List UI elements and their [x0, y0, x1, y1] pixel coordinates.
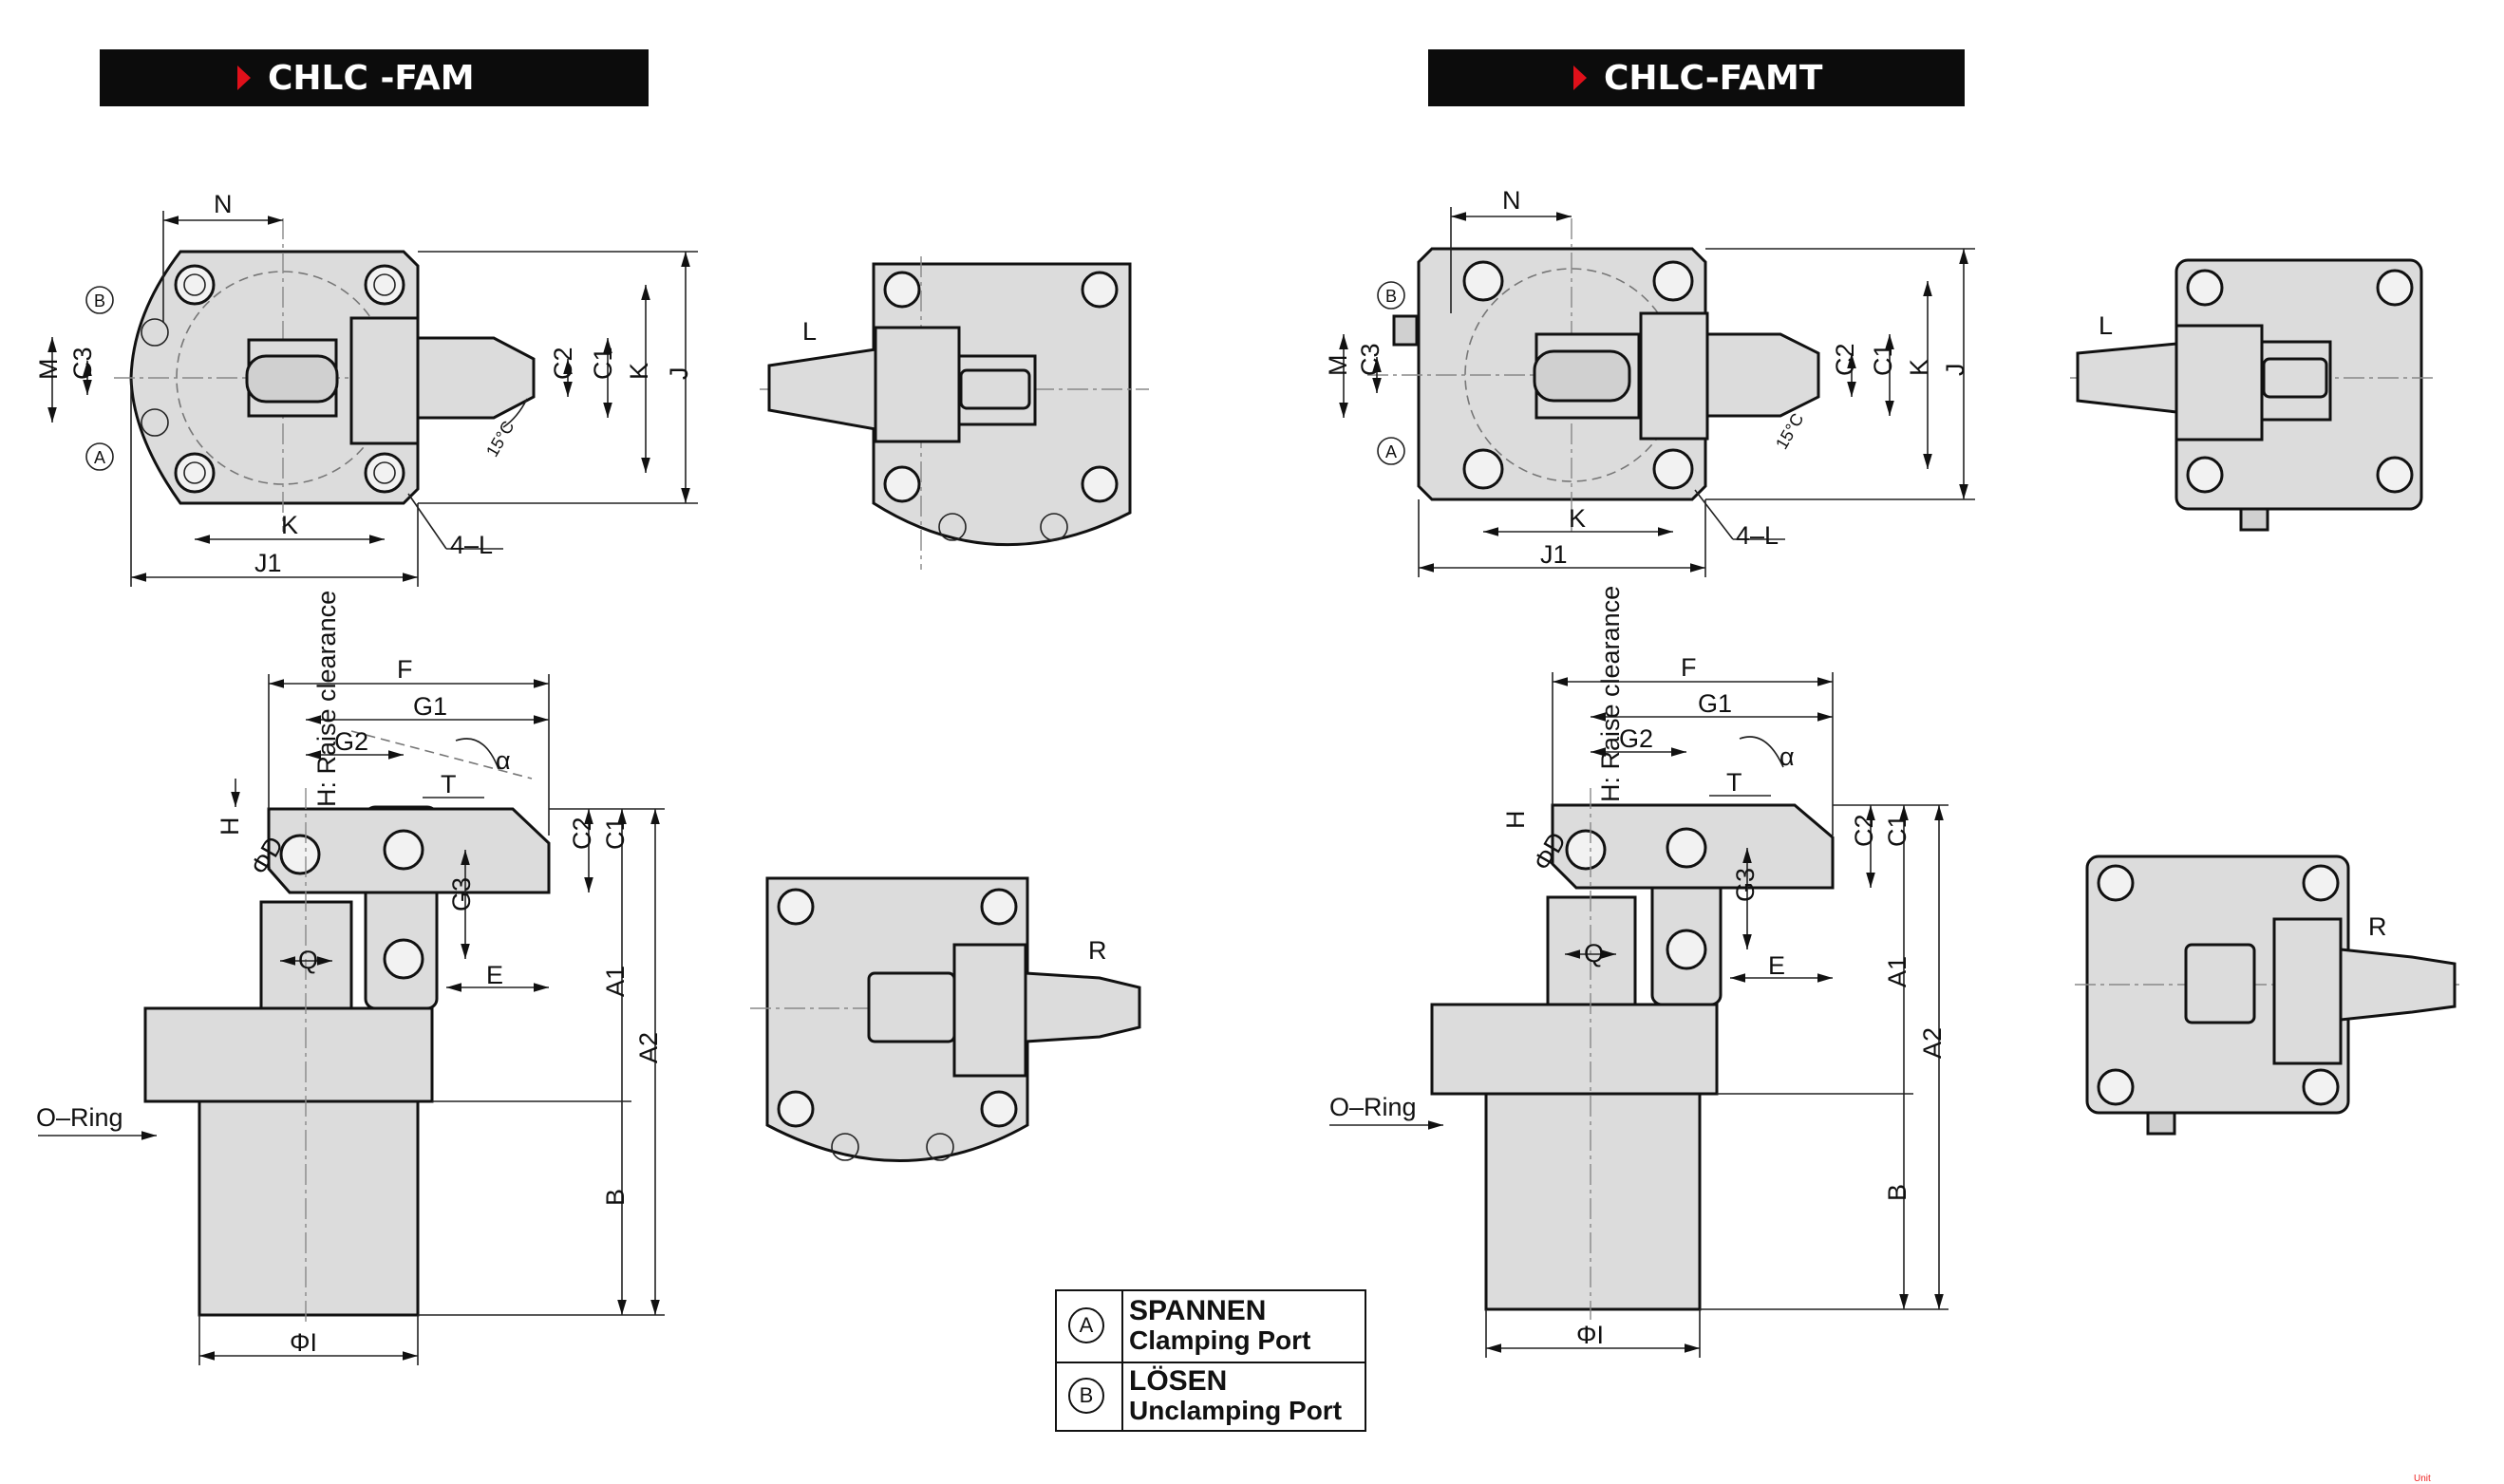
- port-b-circle-icon: B: [1068, 1378, 1104, 1414]
- port-b-label: B: [1385, 287, 1397, 306]
- dim-label-c1b: C1: [601, 817, 630, 850]
- dim-label-k2: K: [1569, 504, 1586, 533]
- top-view-fam: [47, 211, 698, 587]
- legend-de-spannen: SPANNEN: [1129, 1295, 1267, 1326]
- legend-row-clamping: A SPANNEN Clamping Port: [1057, 1291, 1365, 1363]
- dim-label-4l: 4–L: [450, 531, 493, 559]
- dim-label-f: F: [397, 655, 413, 684]
- red-arrow-icon: [237, 66, 251, 90]
- dim-label-m: M: [1324, 355, 1352, 377]
- dim-label-t: T: [1726, 768, 1742, 797]
- dim-label-phi-i: ΦI: [290, 1328, 317, 1357]
- dim-label-c1b: C1: [1883, 814, 1911, 847]
- view-label-r: R: [2368, 912, 2387, 941]
- dim-label-a2: A2: [634, 1032, 663, 1063]
- title-text: CHLC -FAM: [268, 58, 475, 98]
- dim-label-h: H: [216, 817, 244, 836]
- side-view-r-famt: [2075, 855, 2459, 1136]
- dim-label-e: E: [1768, 951, 1785, 980]
- side-view-l-fam: [760, 256, 1149, 570]
- dim-label-g3: G3: [447, 877, 476, 911]
- dim-label-k2: K: [281, 511, 298, 539]
- port-a-label: A: [94, 448, 105, 467]
- title-text: CHLC-FAMT: [1604, 58, 1823, 98]
- port-legend: A SPANNEN Clamping Port B LÖSEN Unclampi…: [1055, 1289, 1366, 1432]
- oring-label: O–Ring: [36, 1103, 123, 1132]
- raise-clearance-label: H: Raise clearance: [312, 591, 341, 807]
- dim-label-m: M: [34, 359, 63, 381]
- dim-label-a1: A1: [1883, 956, 1911, 987]
- dim-label-a1: A1: [601, 966, 630, 997]
- watermark-text: Unit: [2414, 1474, 2431, 1484]
- side-view-l-famt: [2070, 258, 2436, 532]
- dim-label-c2: C2: [1831, 343, 1859, 376]
- dim-label-c2: C2: [549, 347, 577, 380]
- port-a-circle-icon: A: [1068, 1307, 1104, 1343]
- side-view-r-fam: [750, 876, 1141, 1162]
- title-chlc-fam: CHLC -FAM: [100, 49, 649, 106]
- angle-label: 15°C: [482, 418, 518, 460]
- dim-label-b: B: [1883, 1184, 1911, 1201]
- view-label-l: L: [2099, 311, 2113, 340]
- dim-label-k: K: [625, 363, 653, 380]
- legend-row-unclamping: B LÖSEN Unclamping Port: [1057, 1362, 1365, 1432]
- dim-label-n: N: [1502, 186, 1521, 215]
- dim-label-alpha: α: [1779, 742, 1795, 771]
- port-a-label: A: [1385, 442, 1397, 461]
- dim-label-j: J: [1941, 364, 1969, 377]
- dim-label-n: N: [214, 190, 233, 218]
- title-chlc-famt: CHLC-FAMT: [1428, 49, 1965, 106]
- dim-label-c1: C1: [589, 347, 617, 380]
- dim-label-k: K: [1905, 359, 1933, 376]
- dim-label-j1: J1: [1540, 540, 1568, 569]
- legend-de-losen: LÖSEN: [1129, 1365, 1228, 1397]
- dim-label-j: J: [665, 367, 693, 381]
- dim-label-b: B: [601, 1189, 630, 1206]
- oring-label: O–Ring: [1329, 1093, 1417, 1121]
- dim-label-c2b: C2: [568, 817, 596, 850]
- legend-en-clamping: Clamping Port: [1129, 1325, 1311, 1355]
- port-b-label: B: [94, 291, 105, 310]
- dim-label-c1: C1: [1869, 343, 1897, 376]
- dim-label-g3: G3: [1731, 868, 1760, 902]
- dim-label-4l: 4–L: [1736, 521, 1779, 550]
- dim-label-g1: G1: [413, 692, 447, 721]
- view-label-l: L: [802, 317, 817, 346]
- dim-label-g1: G1: [1698, 689, 1732, 718]
- front-elevation-famt: [1329, 672, 1949, 1358]
- dim-label-alpha: α: [496, 746, 511, 775]
- dim-label-t: T: [441, 770, 457, 798]
- dim-label-phi-i: ΦI: [1576, 1321, 1604, 1349]
- dim-label-g2: G2: [1619, 724, 1653, 753]
- dim-label-f: F: [1681, 653, 1697, 682]
- legend-en-unclamping: Unclamping Port: [1129, 1396, 1343, 1425]
- dim-label-j1: J1: [254, 549, 282, 577]
- dim-label-a2: A2: [1918, 1027, 1947, 1059]
- dim-label-q: Q: [298, 946, 318, 974]
- dim-label-c3: C3: [1356, 343, 1384, 376]
- dim-label-c2b: C2: [1850, 814, 1878, 847]
- view-label-r: R: [1088, 936, 1107, 965]
- top-view-famt: [1339, 207, 1975, 577]
- dim-label-g2: G2: [334, 727, 368, 756]
- dim-label-q: Q: [1584, 939, 1604, 967]
- front-elevation-fam: [38, 674, 665, 1365]
- raise-clearance-label: H: Raise clearance: [1596, 586, 1625, 802]
- dim-label-h: H: [1501, 811, 1530, 830]
- dim-label-e: E: [486, 961, 503, 989]
- red-arrow-icon: [1573, 66, 1587, 90]
- dim-label-c3: C3: [68, 347, 97, 380]
